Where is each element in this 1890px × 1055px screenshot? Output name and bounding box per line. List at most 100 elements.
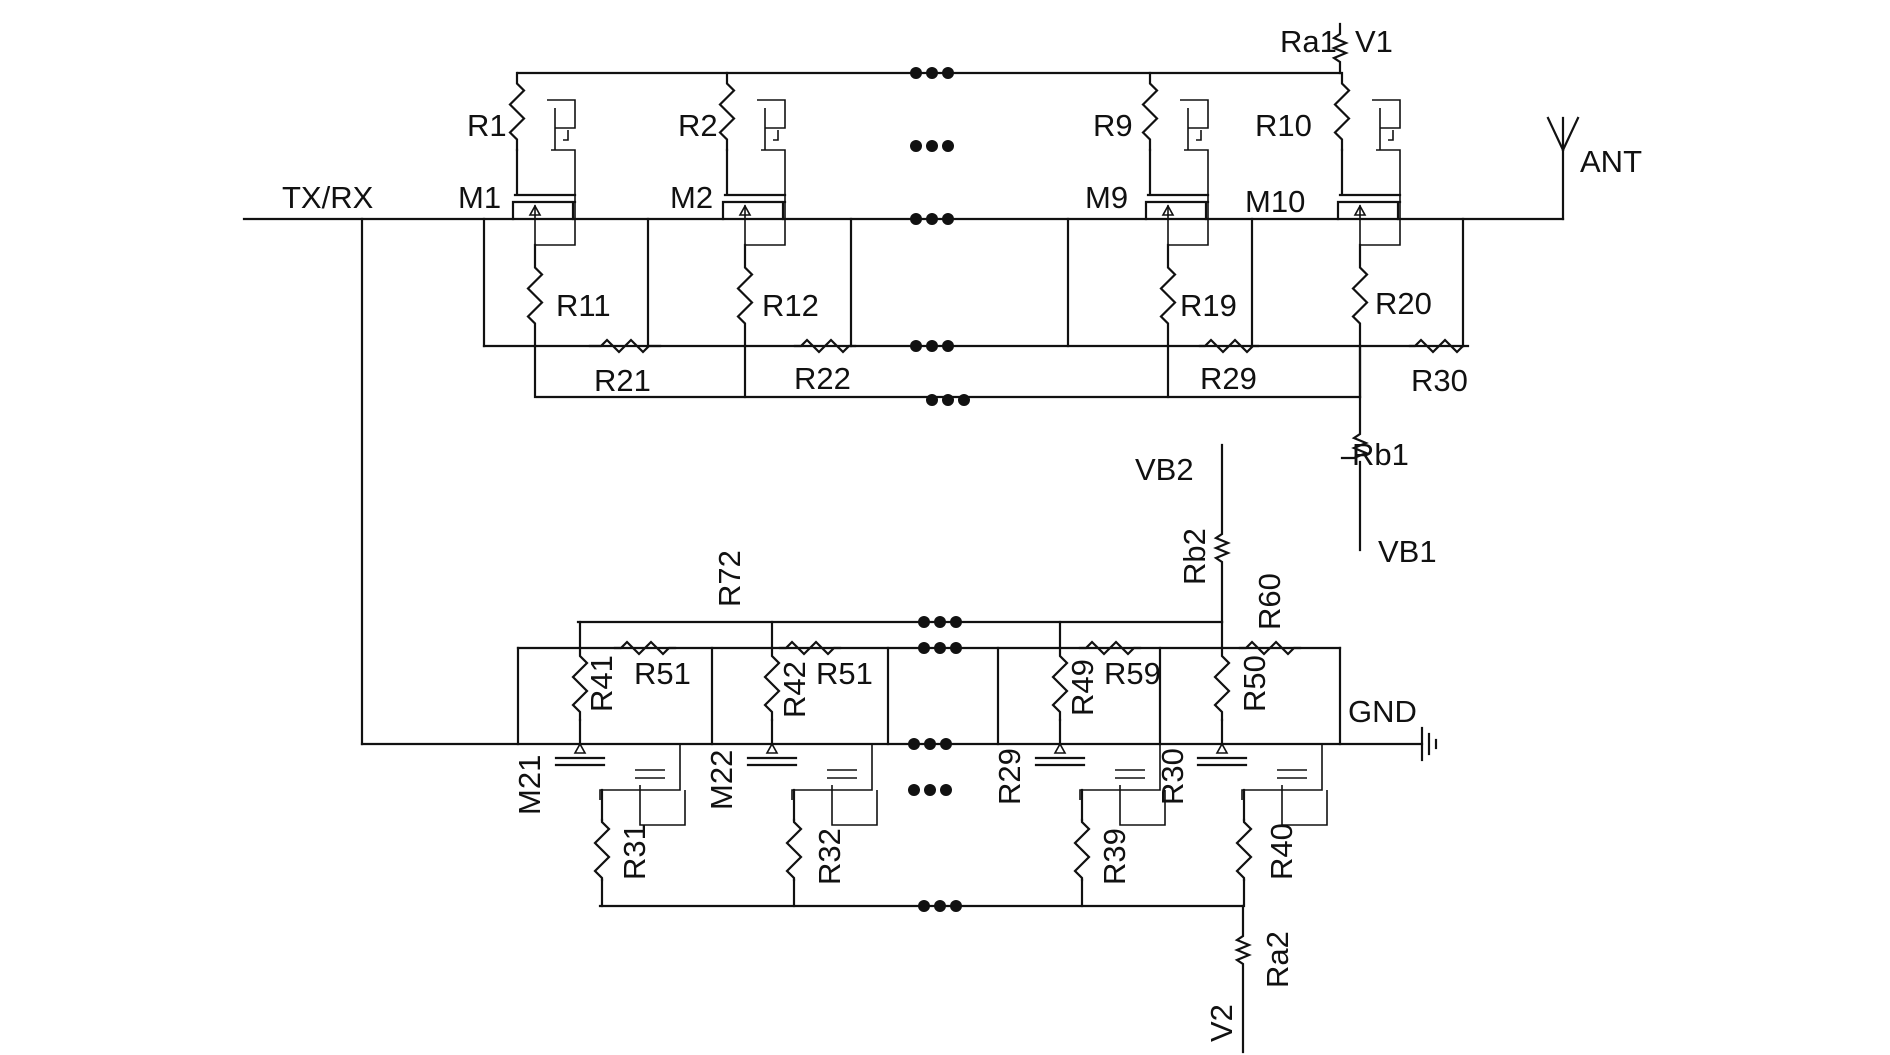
r32-label: R32 [812, 828, 847, 885]
series-cell-m2 [718, 71, 787, 399]
rb1-label: Rb1 [1352, 437, 1409, 472]
r11-label: R11 [556, 288, 611, 323]
ellipsis-icon [918, 642, 962, 654]
ds-resistor-r22 [793, 338, 857, 354]
gate-resistor [763, 646, 781, 722]
r51b-label: R51 [816, 656, 873, 691]
txrx-label: TX/RX [282, 180, 374, 215]
antenna-icon [1546, 116, 1580, 221]
body-diode-icon [573, 742, 587, 754]
r21-label: R21 [594, 363, 651, 398]
vb1-label: VB1 [1378, 534, 1437, 569]
r20-label: R20 [1375, 286, 1432, 321]
body-resistor [785, 818, 803, 882]
ds-resistor-r51b [778, 640, 842, 656]
transistor-cells [482, 71, 1470, 908]
body-diode-icon [1053, 742, 1067, 754]
ellipsis-icon [910, 67, 954, 79]
rb1-resistor [1340, 344, 1369, 552]
r39-label: R39 [1097, 828, 1132, 885]
gate-resistor [1051, 646, 1069, 722]
v2-label: V2 [1204, 1004, 1239, 1042]
ds-resistor-r29 [1198, 338, 1260, 354]
body-diode-icon [1215, 742, 1229, 754]
ds-resistor-r21 [588, 338, 662, 354]
ellipsis-dots [908, 67, 970, 912]
body-switch [1372, 99, 1401, 150]
r29-label: R29 [1200, 361, 1257, 396]
mosfet-icon [1336, 148, 1402, 221]
ra1-resistor [1331, 22, 1349, 75]
shunt-branch [360, 217, 1438, 1054]
ds-resistor-r60 [1238, 640, 1302, 656]
mosfet-icon [1196, 756, 1248, 767]
ra2-label: Ra2 [1260, 931, 1295, 988]
m1-label: M1 [458, 180, 501, 215]
body-resistor [593, 818, 611, 882]
gnd-label: GND [1348, 694, 1417, 729]
r12-label: R12 [762, 288, 819, 323]
ellipsis-icon [910, 213, 954, 225]
m2-label: M2 [670, 180, 713, 215]
ellipsis-icon [910, 140, 954, 152]
r10-label: R10 [1255, 108, 1312, 143]
mosfet-icon [746, 756, 798, 767]
r30-label: R30 [1411, 363, 1468, 398]
series-cell-m9 [1141, 71, 1210, 399]
body-switch [791, 743, 878, 826]
body-switch [1241, 743, 1328, 826]
ra2-resistor [1234, 904, 1252, 1054]
ant-label: ANT [1580, 144, 1642, 179]
r30-shunt-label: R30 [1155, 748, 1190, 805]
mosfet-icon [1144, 148, 1210, 221]
gate-resistor [1333, 71, 1351, 152]
v1-label: V1 [1355, 24, 1393, 59]
gate-resistor [571, 646, 589, 722]
gate-resistor [1141, 71, 1159, 152]
bias-resistor [1159, 243, 1177, 348]
body-diode-icon [765, 742, 779, 754]
ds-resistor-r30 [1408, 338, 1470, 354]
shunt-cell-1 [746, 620, 878, 908]
r59-label: R59 [1104, 656, 1161, 691]
r9-label: R9 [1093, 108, 1133, 143]
bias-resistor [736, 243, 754, 348]
mosfet-icon [721, 148, 787, 221]
r40-label: R40 [1264, 823, 1299, 880]
ground-icon [1420, 726, 1438, 762]
r22-label: R22 [794, 361, 851, 396]
ellipsis-icon [926, 394, 970, 406]
rb2-resistor [1213, 443, 1231, 624]
rb2-label: Rb2 [1177, 528, 1212, 585]
r2-label: R2 [678, 108, 718, 143]
r60-label: R60 [1252, 573, 1287, 630]
gate-resistor [508, 71, 526, 152]
body-resistor [1235, 818, 1253, 882]
body-switch [757, 99, 786, 150]
r19-label: R19 [1180, 288, 1237, 323]
m21-label: M21 [512, 755, 547, 815]
m9-label: M9 [1085, 180, 1128, 215]
body-resistor [1073, 818, 1091, 882]
shunt-cell-3 [1196, 620, 1328, 908]
body-switch [547, 99, 576, 150]
r41-label: R41 [584, 655, 619, 712]
shunt-cell-2 [1034, 620, 1166, 908]
ellipsis-icon [910, 340, 954, 352]
mosfet-icon [554, 756, 606, 767]
mosfet-icon [1034, 756, 1086, 767]
bias-resistor [1351, 243, 1369, 348]
ds-resistor-r59 [1078, 640, 1142, 656]
ellipsis-icon [918, 900, 962, 912]
gate-resistor [718, 71, 736, 152]
shunt-cell-0 [554, 620, 686, 908]
ellipsis-icon [918, 616, 962, 628]
r1-label: R1 [467, 108, 507, 143]
r50-label: R50 [1237, 655, 1272, 712]
r51-label: R51 [634, 656, 691, 691]
body-switch [1180, 99, 1209, 150]
series-cell-m1 [508, 71, 577, 399]
ra1-label: Ra1 [1280, 24, 1337, 59]
